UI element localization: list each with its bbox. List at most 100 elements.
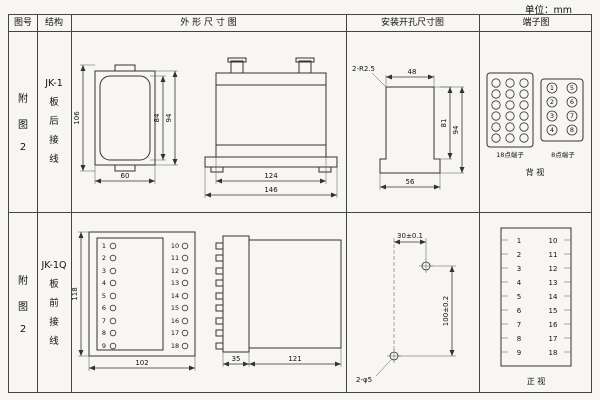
terminal-number: 7 [517,321,521,329]
terminal-number: 3 [550,112,554,120]
row2-outline-drawing: 1 2 3 4 5 6 7 8 9 10 11 12 13 14 15 16 1… [71,231,342,371]
terminal-number: 16 [171,317,179,325]
front-terminal-columns: 1 2 3 4 5 6 7 8 9 10 11 12 13 14 15 16 1… [102,242,189,350]
terminal-block-8: 1 5 2 6 3 7 4 8 [540,78,584,142]
dim-inner-height: 81 [440,119,448,128]
row1-figure-number: 附 图 2 [9,31,37,212]
mounting-hole [387,349,401,363]
dim-overall-height: 118 [71,287,79,300]
terminal-number: 6 [570,98,574,106]
header-mounting: 安装开孔尺寸图 [380,18,444,28]
structure-char: 前 [49,297,59,309]
model-label: JK-1 [45,78,63,89]
relay-side-view [215,235,342,353]
terminal-number: 14 [549,293,558,301]
terminal-number: 2 [517,251,521,259]
mounting-hole [419,259,433,273]
terminal-number: 16 [549,321,558,329]
row2-terminal-diagram: 1 10 2 11 3 12 4 13 5 14 6 15 7 16 8 17 … [500,227,572,386]
terminal-number: 1 [550,84,554,92]
terminal-numbers: 1 10 2 11 3 12 4 13 5 14 6 15 7 16 8 17 … [517,237,558,357]
fig-char: 2 [19,142,27,153]
column-divider [71,15,72,392]
terminal-number: 18 [171,342,179,350]
terminal-number: 4 [517,279,522,287]
dim-width: 102 [135,359,148,367]
dim-body-width: 121 [288,355,301,363]
rear-view-label: 背 视 [526,167,545,177]
terminal-number: 15 [171,304,179,312]
header-fig-no: 图号 [13,18,32,28]
terminal-number: 6 [102,304,106,312]
relay-front-view [94,64,156,172]
structure-char: 接 [49,135,59,146]
structure-char: 线 [49,154,59,165]
dim-width: 60 [121,172,130,180]
header-divider [9,31,591,32]
structure-char: 板 [49,97,59,108]
column-divider [37,15,38,392]
terminal-block-outline [500,227,572,367]
terminal-ticks [501,239,571,353]
terminal-number: 3 [517,265,521,273]
terminal-number: 18 [549,349,558,357]
label-8-point: 8点端子 [551,150,575,159]
terminal-number: 5 [102,292,106,300]
terminal-number: 10 [549,237,558,245]
header-outline: 外 形 尺 寸 图 [180,18,237,28]
dim-bottom-width: 56 [406,178,415,186]
terminal-number: 15 [549,307,558,315]
terminal-number: 6 [517,307,522,315]
relay-front-view [88,231,196,357]
relay-side-view [204,57,338,173]
structure-char: 板 [49,278,59,290]
terminal-number: 4 [550,126,554,134]
row1-mounting-drawing: 2-R2.5 48 81 94 56 [352,65,465,190]
label-18-point: 18点端子 [496,150,524,159]
row1-outline-drawing: 106 84 94 60 124 146 [73,57,338,198]
row2-mounting-drawing: 30±0.1 100±0.2 2-φ5 [356,232,456,384]
terminal-number: 9 [102,342,106,350]
row2-figure-number: 附 图 2 [9,212,37,394]
terminal-number: 7 [102,317,106,325]
dim-body-width: 124 [264,172,278,180]
fig-char: 图 [18,120,28,131]
row2-structure: JK-1Q 板 前 接 线 [37,212,71,394]
terminal-number: 12 [549,265,558,273]
terminal-number: 5 [570,84,574,92]
fig-char: 图 [18,301,28,313]
panel-cutout-shape [379,86,441,174]
terminal-number: 8 [570,126,574,134]
terminal-number: 2 [550,98,554,106]
terminal-number: 11 [549,251,558,259]
terminal-block-18 [486,72,534,148]
dim-overall-height: 106 [73,111,81,125]
row-divider [9,212,591,213]
row1-structure: JK-1 板 后 接 线 [37,31,71,212]
header-terminal: 端子图 [522,18,550,28]
dim-strip-width: 35 [232,355,241,363]
dim-body-height: 94 [165,113,173,122]
terminal-number: 13 [549,279,558,287]
fig-char: 附 [18,94,28,105]
terminal-number: 4 [102,279,106,287]
terminal-number: 8 [102,329,106,337]
hole-diameter-callout: 2-φ5 [356,376,372,384]
terminal-number: 17 [549,335,558,343]
terminal-number: 11 [171,254,179,262]
radius-callout: 2-R2.5 [352,65,375,73]
terminal-number: 2 [102,254,106,262]
fig-char: 2 [19,323,27,335]
unit-label: 单位：mm [524,5,572,16]
terminal-number: 14 [171,292,179,300]
structure-char: 后 [49,116,59,127]
column-divider [346,15,347,392]
dim-hole-vertical-spacing: 100±0.2 [442,296,450,326]
fig-char: 附 [18,275,28,287]
column-divider [479,15,480,392]
dim-flange-width: 146 [264,186,278,194]
terminal-number: 7 [570,112,574,120]
dim-overall-height: 94 [452,125,460,134]
dim-top-width: 48 [408,68,417,76]
